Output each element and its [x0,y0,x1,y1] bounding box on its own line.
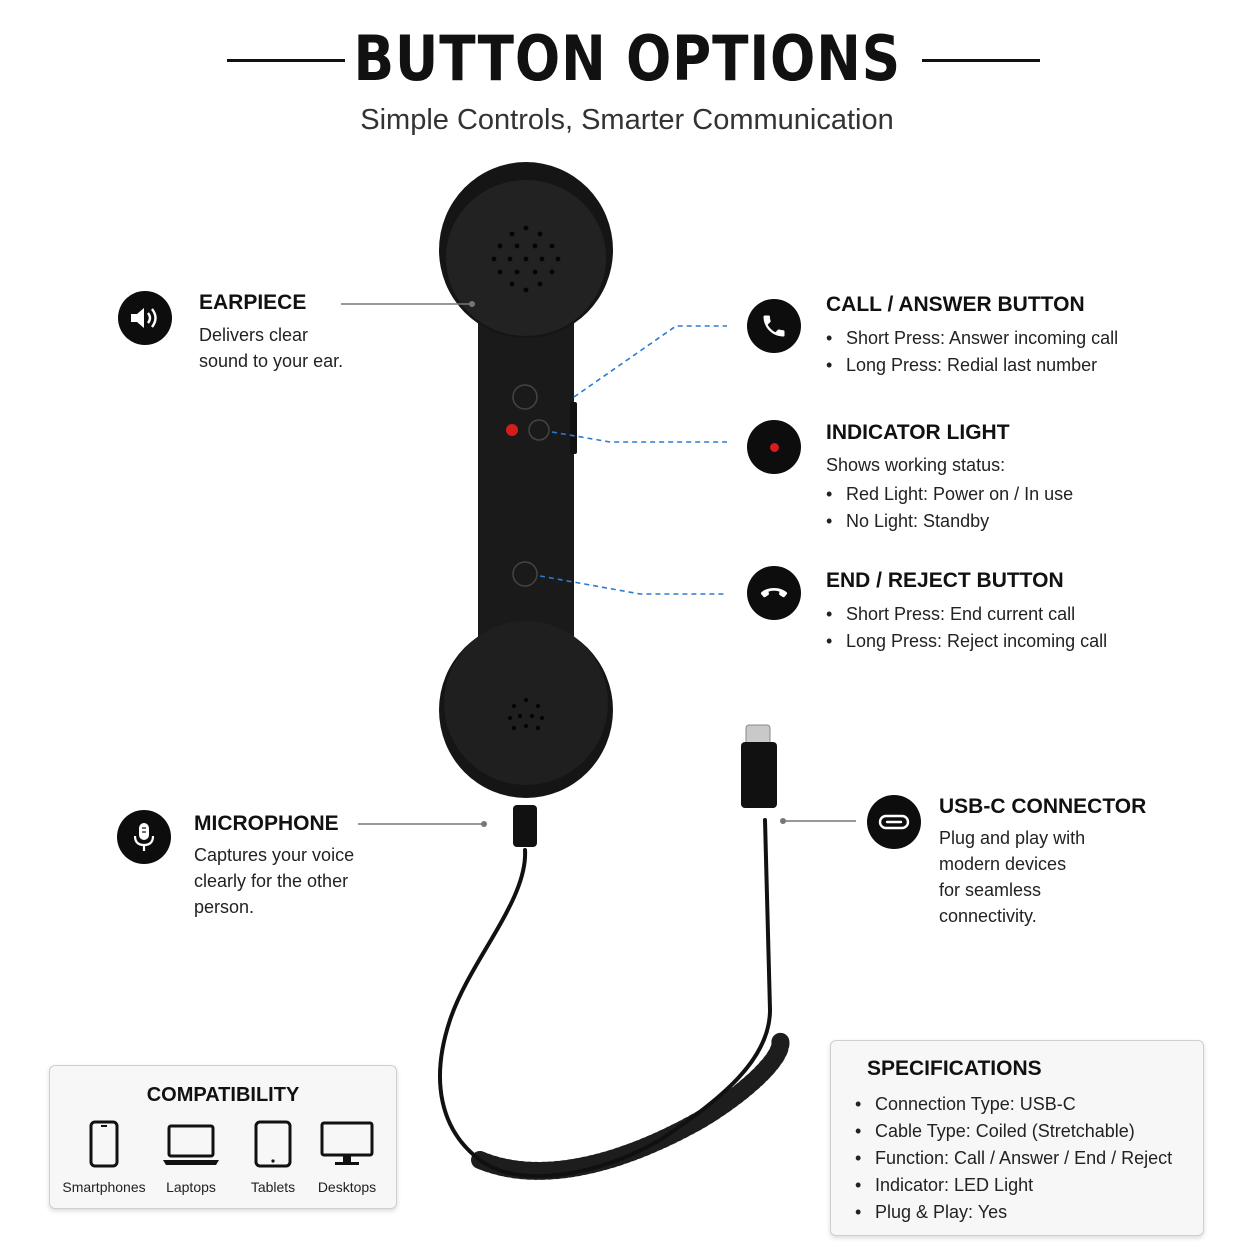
end-icon-circle [747,566,801,620]
earpiece-holes [491,225,561,293]
device-tablets: Tablets [228,1120,318,1195]
usbc-text-2: modern devices [939,854,1067,874]
earpiece-icon-circle [118,291,172,345]
title-rule-right [922,59,1040,62]
microphone-title: MICROPHONE [194,812,339,835]
call-icon-circle [747,299,801,353]
device-label: Desktops [317,1179,377,1195]
red-dot-icon [769,442,779,452]
side-button [570,402,577,454]
call-answer-title: CALL / ANSWER BUTTON [826,293,1085,316]
device-desktops: Desktops [302,1120,392,1195]
compatibility-title: COMPATIBILITY [146,1084,300,1106]
indicator-title: INDICATOR LIGHT [826,421,1010,444]
usbc-title: USB-C CONNECTOR [939,795,1147,818]
indicator-led [506,424,518,436]
usbc-text-4: connectivity. [939,906,1037,926]
laptop-icon [163,1124,219,1165]
desktop-icon [320,1121,374,1165]
list-item: Red Light: Power on / In use [826,481,1073,508]
usbc-housing [741,742,777,808]
mouthpiece-holes [507,697,545,731]
earpiece-text-2: sound to your ear. [199,351,344,371]
usbc-text-3: for seamless [939,880,1042,900]
call-answer-bullets: Short Press: Answer incoming call Long P… [826,325,1118,379]
mouthpiece-face [444,621,608,785]
handset-body [478,300,574,660]
page-title: BUTTON OPTIONS [353,22,901,95]
device-label: Smartphones [62,1179,146,1195]
title-rule-left [227,59,345,62]
smartphone-icon [89,1120,119,1168]
compatibility-box: COMPATIBILITY Smartphones Laptops Tablet… [49,1065,397,1209]
hang-up-icon [760,588,788,598]
end-reject-title: END / REJECT BUTTON [826,569,1064,592]
list-item: Indicator: LED Light [855,1172,1172,1199]
list-item: No Light: Standby [826,508,1073,535]
usbc-icon-circle [867,795,921,849]
list-item: Short Press: End current call [826,601,1107,628]
list-item: Short Press: Answer incoming call [826,325,1118,352]
indicator-bullets: Red Light: Power on / In use No Light: S… [826,481,1073,535]
end-reject-bullets: Short Press: End current call Long Press… [826,601,1107,655]
microphone-text-1: Captures your voice [194,845,355,865]
list-item: Connection Type: USB-C [855,1091,1172,1118]
secondary-button-shape [528,419,550,441]
device-laptops: Laptops [146,1120,236,1195]
end-button-shape [512,561,538,587]
specifications-title: SPECIFICATIONS [867,1057,1042,1080]
speaker-icon [131,308,157,328]
list-item: Long Press: Reject incoming call [826,628,1107,655]
usb-c-icon [878,814,910,830]
microphone-icon-circle [117,810,171,864]
device-smartphones: Smartphones [59,1120,149,1195]
page-subtitle: Simple Controls, Smarter Communication [360,104,894,136]
device-label: Laptops [166,1179,216,1195]
specifications-list: Connection Type: USB-C Cable Type: Coile… [855,1091,1172,1226]
microphone-icon [133,823,155,851]
list-item: Plug & Play: Yes [855,1199,1172,1226]
indicator-text: Shows working status: [826,455,1006,475]
list-item: Cable Type: Coiled (Stretchable) [855,1118,1172,1145]
usbc-text-1: Plug and play with [939,828,1086,848]
earpiece-title: EARPIECE [199,291,307,314]
list-item: Long Press: Redial last number [826,352,1118,379]
title-wrap: BUTTON OPTIONS [0,22,1254,95]
indicator-icon-circle [747,420,801,474]
phone-icon [763,315,785,337]
microphone-text-2: clearly for the other [194,871,349,891]
device-label: Tablets [250,1179,296,1195]
cable [438,818,790,1180]
strain-relief [513,805,537,847]
earpiece-text-1: Delivers clear [199,325,309,345]
list-item: Function: Call / Answer / End / Reject [855,1145,1172,1172]
specifications-box: SPECIFICATIONS Connection Type: USB-C Ca… [830,1040,1204,1236]
microphone-text-3: person. [194,897,255,917]
call-button-shape [512,384,538,410]
tablet-icon [254,1120,292,1168]
